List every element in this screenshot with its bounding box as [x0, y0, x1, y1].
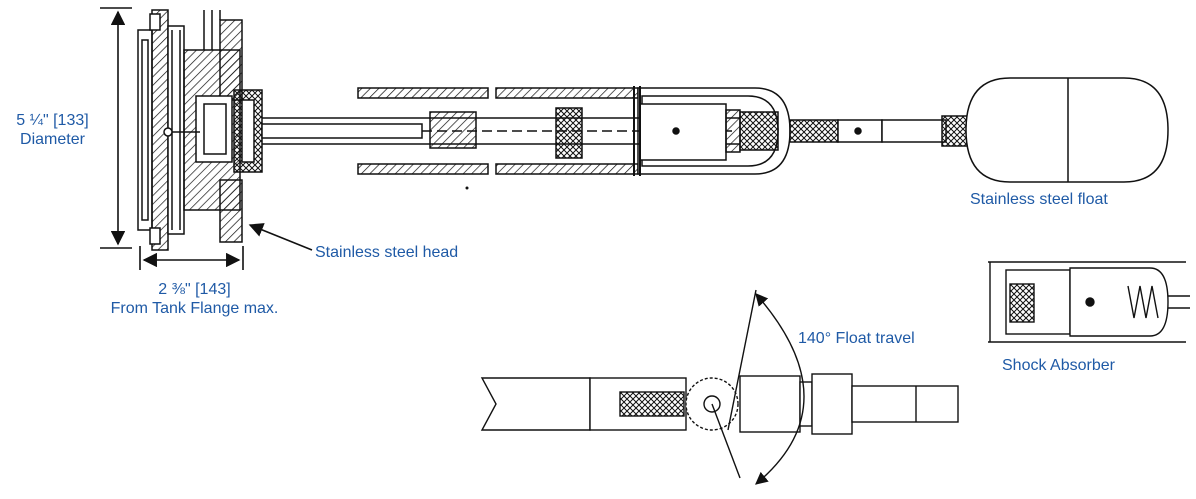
shock-label: Shock Absorber	[1002, 357, 1115, 374]
travel-label: 140° Float travel	[798, 330, 915, 347]
head-label: Stainless steel head	[315, 244, 459, 261]
float-travel-detail	[480, 289, 959, 485]
diameter-word: Diameter	[20, 131, 85, 148]
flange-value: 2 ⅜" [143]	[158, 281, 231, 298]
diameter-value: 5 ¼" [133]	[16, 112, 89, 129]
shock-absorber-inset	[988, 261, 1190, 343]
diameter-dimension	[100, 7, 132, 249]
float-label: Stainless steel float	[970, 191, 1108, 208]
head-pointer	[248, 223, 313, 251]
reference-dot	[465, 186, 469, 190]
flange-label: 2 ⅜" [143] From Tank Flange max.	[62, 280, 327, 318]
flange-word: From Tank Flange max.	[110, 300, 279, 317]
diameter-label: 5 ¼" [133] Diameter	[0, 111, 105, 149]
switch-head-assembly	[137, 9, 263, 251]
flange-dimension	[139, 246, 244, 270]
float-ball	[965, 77, 1169, 183]
float-stem	[789, 115, 969, 147]
housing-tube	[261, 86, 791, 176]
